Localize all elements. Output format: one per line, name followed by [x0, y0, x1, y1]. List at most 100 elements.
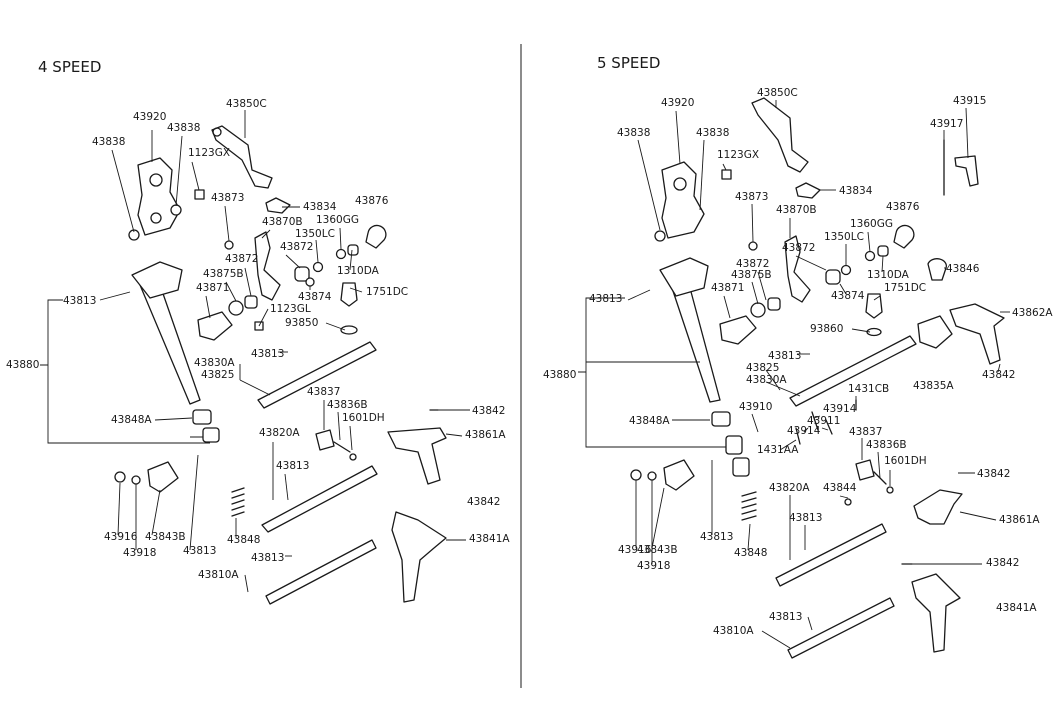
part-label-left-43848a: 43848A	[111, 414, 152, 426]
part-43846-plug	[927, 258, 948, 281]
leader-line-right-43872	[795, 255, 827, 271]
part-label-right-43914: 43914	[823, 403, 857, 415]
part-1360GG	[335, 248, 347, 260]
leader-line-left-43843b	[151, 489, 161, 536]
part-label-right-43862a: 43862A	[1012, 307, 1053, 319]
part-label-left-43920: 43920	[133, 111, 166, 123]
leader-line-left-43848a	[154, 417, 193, 421]
part-label-left-43916: 43916	[104, 531, 138, 543]
part-label-right-43916: 43916	[618, 544, 652, 556]
part-label-right-1123gx: 1123GX	[717, 149, 759, 161]
leader-line-right-43844	[839, 495, 849, 499]
part-label-right-93860: 93860	[810, 323, 843, 335]
leader-line-right-43836b	[877, 451, 881, 479]
leader-line-left-43872	[285, 254, 301, 269]
part-label-right-43920: 43920	[661, 97, 694, 109]
part-label-right-43813: 43813	[789, 512, 822, 524]
part-label-right-43872: 43872	[736, 258, 769, 270]
part-43841A-fork-r	[911, 573, 961, 653]
part-label-right-43914: 43914	[787, 425, 821, 437]
part-43872-bushing	[294, 266, 310, 282]
part-43836B-spring	[333, 441, 351, 453]
part-43843B-bracket-r	[663, 459, 695, 491]
part-label-right-43880: 43880	[543, 369, 576, 381]
part-label-right-43918: 43918	[637, 560, 670, 572]
leader-line-right-43810a	[761, 630, 791, 649]
part-label-left-93850: 93850	[285, 317, 318, 329]
part-label-right-1431aa: 1431AA	[757, 444, 799, 456]
leader-line-right-43871	[723, 295, 731, 319]
part-label-right-43838: 43838	[617, 127, 650, 139]
part-43838-bolt-r	[654, 230, 666, 242]
part-label-left-1751dc: 1751DC	[366, 286, 408, 298]
part-43835A-block	[917, 315, 953, 349]
part-label-right-1360gg: 1360GG	[850, 218, 893, 230]
part-label-left-43870b: 43870B	[262, 216, 303, 228]
leader-line-right-43915	[965, 107, 969, 159]
leader-line-left-43861a	[445, 433, 463, 437]
part-label-left-43871: 43871	[196, 282, 229, 294]
part-43820A-shift-rod-r	[775, 523, 887, 587]
leader-line-left-43813	[189, 454, 199, 551]
leader-line-right-1310da	[881, 255, 884, 273]
part-43830A-shift-rod-r	[789, 335, 917, 407]
part-43848-spring	[231, 487, 245, 517]
leader-line-right-1431aa	[779, 439, 797, 451]
part-label-left-43813: 43813	[63, 295, 96, 307]
part-label-left-43841a: 43841A	[469, 533, 510, 545]
leader-line-left-1601dh	[349, 425, 353, 451]
leader-line-left-43872	[244, 267, 252, 297]
part-label-left-43810a: 43810A	[198, 569, 239, 581]
leader-line-left-43838	[175, 135, 183, 207]
part-label-left-43836b: 43836B	[327, 399, 368, 411]
part-43870B-lever-r	[784, 235, 811, 303]
leader-line-left-43870b	[261, 229, 271, 239]
leader-line-right-43872	[757, 271, 767, 301]
part-43875B-r	[750, 302, 766, 318]
panel-title-5-speed: 5 SPEED	[597, 54, 660, 72]
part-label-right-43861a: 43861A	[999, 514, 1040, 526]
part-label-left-1360gg: 1360GG	[316, 214, 359, 226]
part-43916-bolt	[114, 471, 126, 483]
part-label-left-43875b: 43875B	[203, 268, 244, 280]
leader-line-right-43911	[821, 427, 829, 431]
leader-line-left-43873	[224, 205, 230, 242]
leader-line-right-43874	[839, 283, 847, 295]
part-select-lever-head	[131, 261, 183, 299]
leader-line-left-93850	[325, 322, 346, 331]
part-43910-block	[725, 435, 743, 455]
part-43876-cap-r	[893, 224, 915, 249]
part-1601DH-ball-r	[886, 486, 894, 494]
leader-line-right-43838	[637, 139, 661, 231]
part-label-right-1310da: 1310DA	[867, 269, 910, 281]
leader-line-right-43838	[699, 139, 705, 211]
part-label-right-43813: 43813	[700, 531, 733, 543]
part-1123GX-bolt-r	[721, 169, 732, 180]
part-43874-washer	[305, 277, 315, 287]
part-label-left-43834: 43834	[303, 201, 337, 213]
part-43810A-shift-rod-r	[787, 597, 895, 659]
part-43861A-fork	[387, 427, 447, 485]
part-43830A-shift-rod	[257, 341, 377, 409]
part-43880-select-rod-r	[671, 287, 721, 403]
part-43872-bushing-r2	[767, 297, 781, 311]
leader-line-left-43838	[111, 149, 135, 233]
part-43873-ball-r	[748, 241, 758, 251]
part-43918-washer	[131, 475, 141, 485]
panel-5-speed: 5 SPEED	[578, 54, 1005, 659]
part-label-left-43872: 43872	[225, 253, 258, 265]
part-1350LC-r	[840, 264, 852, 276]
part-label-left-43820a: 43820A	[259, 427, 300, 439]
part-label-right-43846: 43846	[946, 263, 980, 275]
part-1431AA-pin	[795, 427, 801, 445]
leader-line-left-43810a	[244, 574, 249, 593]
leader-line-right-43914	[803, 427, 809, 433]
part-label-left-43837: 43837	[307, 386, 340, 398]
part-label-right-1350lc: 1350LC	[824, 231, 864, 243]
part-label-left-1601dh: 1601DH	[342, 412, 385, 424]
part-label-right-43843b: 43843B	[637, 544, 678, 556]
part-label-left-43838: 43838	[92, 136, 125, 148]
leader-line-left-43813	[284, 473, 289, 501]
bracket-43880	[40, 299, 210, 444]
part-1123GX-bolt	[194, 189, 205, 200]
